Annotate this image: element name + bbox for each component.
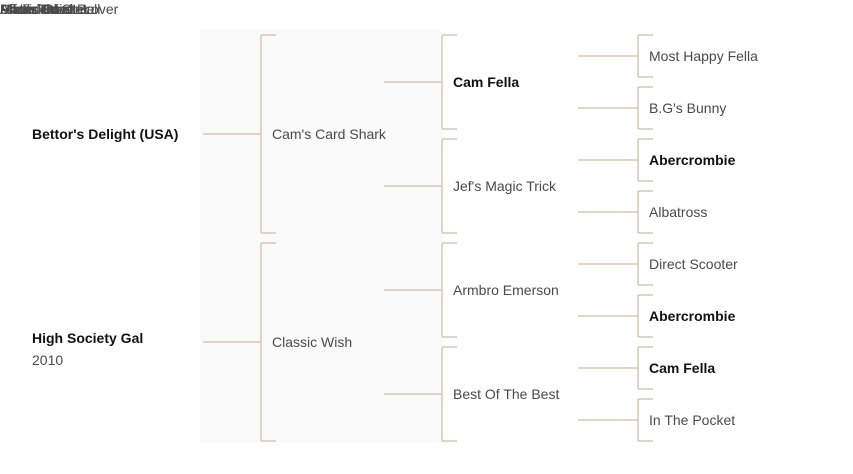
g2-node-3: Affairs Of State: [0, 1, 95, 17]
g2-node-1: Classic Wish: [272, 334, 353, 350]
g3-node-4: Matt's Scooter: [0, 1, 90, 17]
g2-node-2: Mach Three: [0, 1, 75, 17]
dam-name-text: High Society Gal: [32, 330, 144, 346]
g2-node-0: Cam's Card Shark: [272, 126, 386, 142]
g4-node-2: Abercrombie: [649, 152, 736, 168]
g4-node-6: Cam Fella: [649, 360, 716, 376]
background-panel: [200, 30, 442, 442]
dam-year: 2010: [32, 352, 64, 368]
sire-name: Bettor's Delight (USA): [32, 126, 179, 142]
g4-node-5: Abercrombie: [649, 308, 736, 324]
g3-node-7: Under Cover Lover: [0, 1, 119, 17]
g3-node-6: Presidential Ball: [0, 1, 101, 17]
g3-node-2: Armbro Emerson: [453, 282, 559, 298]
dam-name: High Society Gal 2010: [32, 329, 143, 369]
g4-node-3: Albatross: [649, 204, 708, 220]
g3-node-1: Jef's Magic Trick: [453, 178, 557, 194]
g4-node-0: Most Happy Fella: [649, 48, 758, 64]
g3-node-3: Best Of The Best: [453, 386, 560, 402]
g4-node-1: B.G's Bunny: [649, 100, 727, 116]
g3-node-5: All Included: [0, 1, 73, 17]
g3-node-0: Cam Fella: [453, 74, 520, 90]
g4-node-7: In The Pocket: [649, 412, 736, 428]
g4-node-4: Direct Scooter: [649, 256, 738, 272]
